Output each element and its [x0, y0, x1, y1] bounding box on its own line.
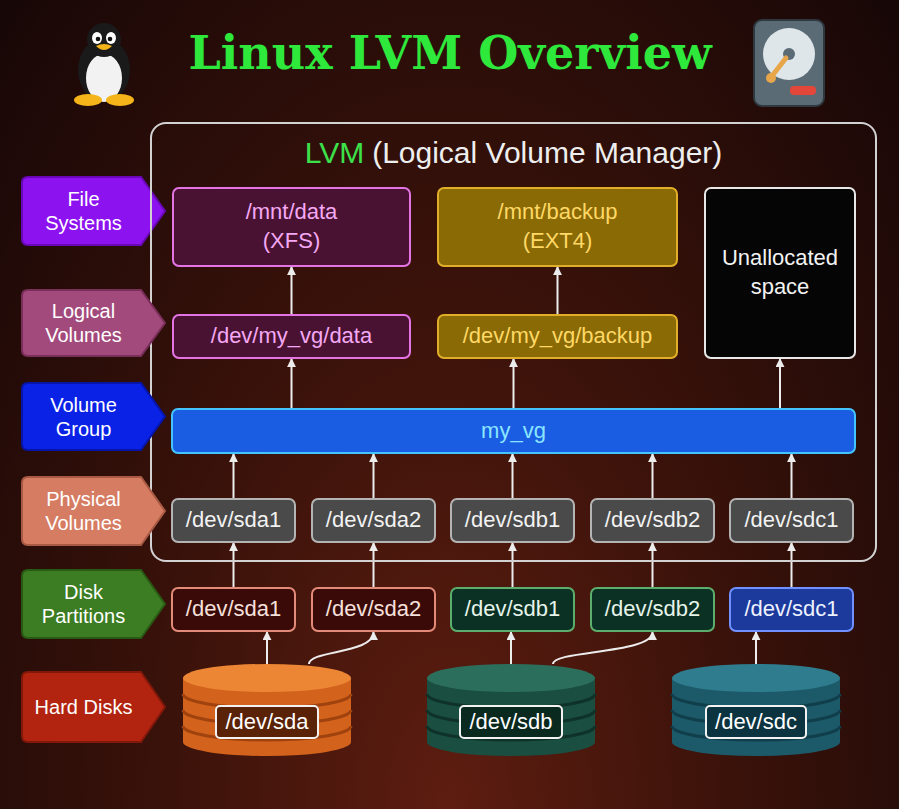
volume-label: /mnt/data	[246, 198, 338, 227]
disk-label: /dev/sdb	[459, 705, 562, 739]
arrow-connector	[652, 543, 654, 587]
volume-label: /dev/sda2	[326, 595, 421, 624]
arrow-connector	[652, 454, 654, 498]
arrow-connector	[512, 454, 514, 498]
volume-label: my_vg	[481, 417, 546, 446]
hard-disk: /dev/sdc	[672, 664, 840, 756]
lvm-container: LVM(Logical Volume Manager) /mnt/data(XFS…	[150, 122, 877, 562]
tag-label: Physical Volumes	[27, 487, 140, 535]
volume-label: Unallocated space	[711, 244, 849, 301]
arrow-connector	[510, 632, 512, 664]
volume-box: /dev/sdb2	[590, 587, 715, 632]
arrow-connector	[512, 543, 514, 587]
tag-label: Volume Group	[27, 393, 140, 441]
volume-box: /dev/sdc1	[729, 587, 854, 632]
volume-label: /dev/sdc1	[744, 595, 838, 624]
tag-shape	[22, 383, 165, 450]
volume-box: /mnt/data(XFS)	[172, 187, 411, 267]
tag-shape	[22, 570, 165, 638]
volume-box: /dev/sda2	[311, 587, 436, 632]
tag-shape	[22, 177, 165, 245]
heading-text: (Logical Volume Manager)	[372, 136, 722, 170]
volume-box: /dev/sdb2	[590, 498, 715, 543]
arrow-connector	[291, 267, 293, 314]
volume-label: /dev/sda1	[186, 595, 281, 624]
arrow-connector	[233, 543, 235, 587]
tag-shape	[22, 290, 165, 356]
arrow-connector	[309, 632, 374, 664]
disk-label: /dev/sda	[215, 705, 318, 739]
arrow-connector	[373, 543, 375, 587]
penguin-icon	[66, 20, 142, 106]
arrow-connector	[779, 359, 781, 408]
arrow-connector	[373, 454, 375, 498]
volume-box: /dev/sda2	[311, 498, 436, 543]
volume-label: /dev/sdb1	[465, 595, 560, 624]
hard-disk: /dev/sda	[183, 664, 351, 756]
volume-label: /dev/sdc1	[744, 506, 838, 535]
tag-shape	[22, 477, 165, 545]
layer-tag: Physical Volumes	[22, 477, 165, 545]
diagram-title: Linux LVM Overview	[150, 26, 750, 80]
container-heading: LVM(Logical Volume Manager)	[305, 136, 723, 170]
volume-label: (EXT4)	[523, 227, 593, 256]
tag-label: File Systems	[27, 187, 140, 235]
volume-box: my_vg	[171, 408, 856, 454]
volume-box: /dev/sdc1	[729, 498, 854, 543]
disk-label: /dev/sdc	[705, 705, 807, 739]
volume-box: /dev/sda1	[171, 587, 296, 632]
volume-box: /mnt/backup(EXT4)	[437, 187, 678, 267]
tag-label: Hard Disks	[27, 695, 140, 719]
arrow-connector	[291, 359, 293, 408]
layer-tag: Hard Disks	[22, 672, 165, 742]
volume-box: /dev/sda1	[171, 498, 296, 543]
arrow-connector	[791, 454, 793, 498]
volume-label: /dev/sda2	[326, 506, 421, 535]
tag-label: Logical Volumes	[27, 299, 140, 347]
tag-label: Disk Partitions	[27, 580, 140, 628]
hard-disk: /dev/sdb	[427, 664, 595, 756]
volume-box: /dev/my_vg/backup	[437, 314, 678, 359]
volume-box: Unallocated space	[704, 187, 856, 359]
arrow-connector	[557, 267, 559, 314]
layer-tag: Disk Partitions	[22, 570, 165, 638]
volume-label: /dev/sdb2	[605, 595, 700, 624]
arrow-connector	[513, 359, 515, 408]
arrow-connector	[791, 543, 793, 587]
volume-box: /dev/my_vg/data	[172, 314, 411, 359]
hard-disk-icon	[752, 18, 826, 108]
arrow-connector	[553, 632, 653, 664]
heading-acronym: LVM	[305, 136, 364, 170]
volume-box: /dev/sdb1	[450, 587, 575, 632]
volume-box: /dev/sdb1	[450, 498, 575, 543]
volume-label: /dev/my_vg/backup	[463, 322, 653, 351]
volume-label: /dev/sdb1	[465, 506, 560, 535]
arrow-connector	[233, 454, 235, 498]
layer-tag: Volume Group	[22, 383, 165, 450]
layer-tag: File Systems	[22, 177, 165, 245]
volume-label: /dev/my_vg/data	[211, 322, 372, 351]
volume-label: /mnt/backup	[498, 198, 618, 227]
arrow-connector	[755, 632, 757, 664]
layer-tag: Logical Volumes	[22, 290, 165, 356]
arrow-connector	[266, 632, 268, 664]
volume-label: (XFS)	[263, 227, 320, 256]
volume-label: /dev/sdb2	[605, 506, 700, 535]
volume-label: /dev/sda1	[186, 506, 281, 535]
